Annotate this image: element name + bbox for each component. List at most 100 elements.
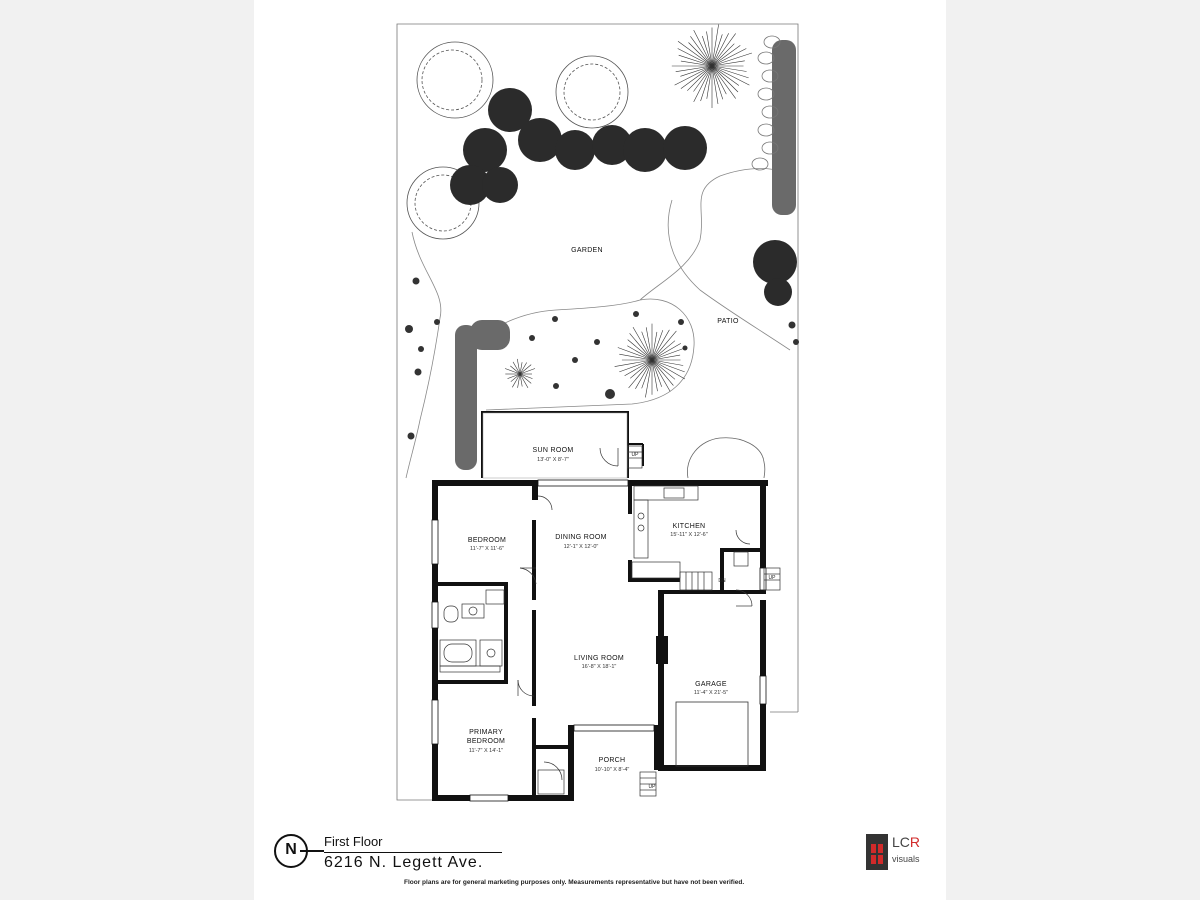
grass-blade — [706, 31, 713, 67]
grass-blade — [517, 358, 521, 375]
grass-blade — [504, 368, 521, 375]
company-logo: LCR visuals — [866, 834, 946, 874]
sun-room-dim: 13'-0" X 8'-7" — [537, 457, 569, 463]
stairs-icon — [627, 445, 781, 797]
legend-divider — [324, 852, 502, 853]
grass-blade — [711, 33, 729, 67]
bathroom-fixtures — [439, 589, 505, 673]
grass-blade — [651, 330, 677, 361]
lot-boundary — [396, 23, 799, 801]
fireplace-icon — [656, 636, 668, 664]
grass-blade — [711, 65, 719, 105]
grass-blade — [651, 359, 671, 392]
grass-blade — [629, 333, 653, 361]
hedge-icon — [686, 437, 766, 479]
window-icon — [431, 479, 767, 802]
garden-bed-outline — [667, 199, 791, 351]
grass-blade — [645, 327, 653, 361]
primary-bedroom-name-line1: PRIMARY — [469, 729, 503, 736]
grass-blade — [693, 65, 713, 92]
hedge-row-icon — [455, 40, 796, 470]
grass-blade — [711, 45, 741, 67]
stair-up-label: UP — [769, 575, 777, 581]
grass-blade — [651, 347, 687, 361]
grass-blade — [519, 373, 523, 387]
grass-blade — [645, 359, 653, 398]
grass-blade — [651, 359, 674, 386]
dining-room-dim: 12'-1" X 12'-0" — [564, 544, 599, 550]
grass-blade — [677, 41, 713, 67]
grass-blade — [675, 65, 713, 72]
grass-blade — [693, 65, 713, 103]
sun-room-floor — [482, 412, 628, 479]
grass-blade — [651, 354, 681, 361]
porch-name: PORCH — [599, 757, 626, 764]
grass-blade — [711, 65, 749, 79]
primary-bedroom-dim: 11'-7" X 14'-1" — [469, 748, 503, 754]
grass-blade — [651, 331, 658, 361]
grass-blade — [702, 35, 713, 67]
grass-blade — [517, 373, 521, 388]
grass-blade — [711, 65, 739, 93]
kitchen-fixtures — [631, 485, 749, 579]
grass-blade — [651, 340, 676, 361]
small-shrub-icon — [405, 277, 799, 440]
grass-blade — [711, 52, 752, 67]
grass-blade — [711, 65, 750, 86]
garden-label: GARDEN — [571, 247, 603, 254]
patio-label: PATIO — [717, 318, 739, 325]
logo-subtitle: visuals — [892, 854, 920, 864]
grass-blade — [614, 359, 653, 367]
grass-blade — [680, 65, 713, 77]
grass-blade — [674, 65, 713, 86]
grass-blade — [711, 34, 723, 67]
grass-blade — [651, 343, 681, 361]
grass-blade — [678, 54, 713, 67]
grass-blade — [680, 65, 713, 89]
grass-blade — [651, 359, 684, 366]
grass-blade — [519, 368, 536, 375]
floor-title: First Floor — [324, 834, 383, 849]
kitchen-dim: 15'-11" X 12'-6" — [670, 532, 707, 538]
grass-blade — [688, 42, 713, 67]
grass-blade — [711, 65, 736, 99]
grass-blade — [519, 364, 532, 375]
grass-blade — [510, 373, 521, 382]
grass-blade — [711, 60, 745, 67]
grass-blade — [711, 65, 724, 100]
bedroom-dim: 11'-7" X 11'-6" — [470, 546, 504, 552]
grass-blade — [635, 359, 653, 389]
north-symbol: N — [285, 841, 297, 858]
grass-blade — [627, 345, 653, 361]
grass-blade — [519, 373, 529, 389]
grass-blade — [651, 329, 670, 361]
living-room-dim: 16'-8" X 18'-1" — [582, 664, 617, 670]
grass-blade — [651, 330, 664, 361]
logo-mark-icon — [866, 834, 888, 870]
garden-lawn-outline — [405, 168, 793, 479]
grass-blade — [700, 65, 713, 102]
grass-blade — [630, 359, 653, 379]
ornamental-grass-icon — [504, 24, 752, 398]
stair-dn-label: DN — [718, 578, 726, 584]
grass-blade — [711, 48, 747, 67]
logo-wordmark: LCR — [892, 834, 921, 850]
porch-dim: 10'-10" X 8'-4" — [595, 767, 630, 773]
grass-blade — [632, 326, 653, 361]
grass-blade — [641, 331, 653, 361]
grass-blade — [711, 24, 719, 67]
living-room-name: LIVING ROOM — [574, 655, 624, 662]
grass-blade — [519, 373, 532, 384]
grass-blade — [512, 361, 521, 375]
grass-blade — [651, 359, 676, 380]
grass-blade — [627, 339, 653, 361]
grass-blade — [519, 373, 533, 379]
stair-up-label: UP — [649, 784, 657, 790]
grass-blade — [641, 359, 653, 389]
grass-blade — [677, 48, 713, 67]
grass-blade — [711, 43, 735, 67]
grass-blade — [680, 60, 713, 67]
primary-bedroom-name-line2: BEDROOM — [467, 738, 505, 745]
grass-blade — [628, 359, 653, 389]
